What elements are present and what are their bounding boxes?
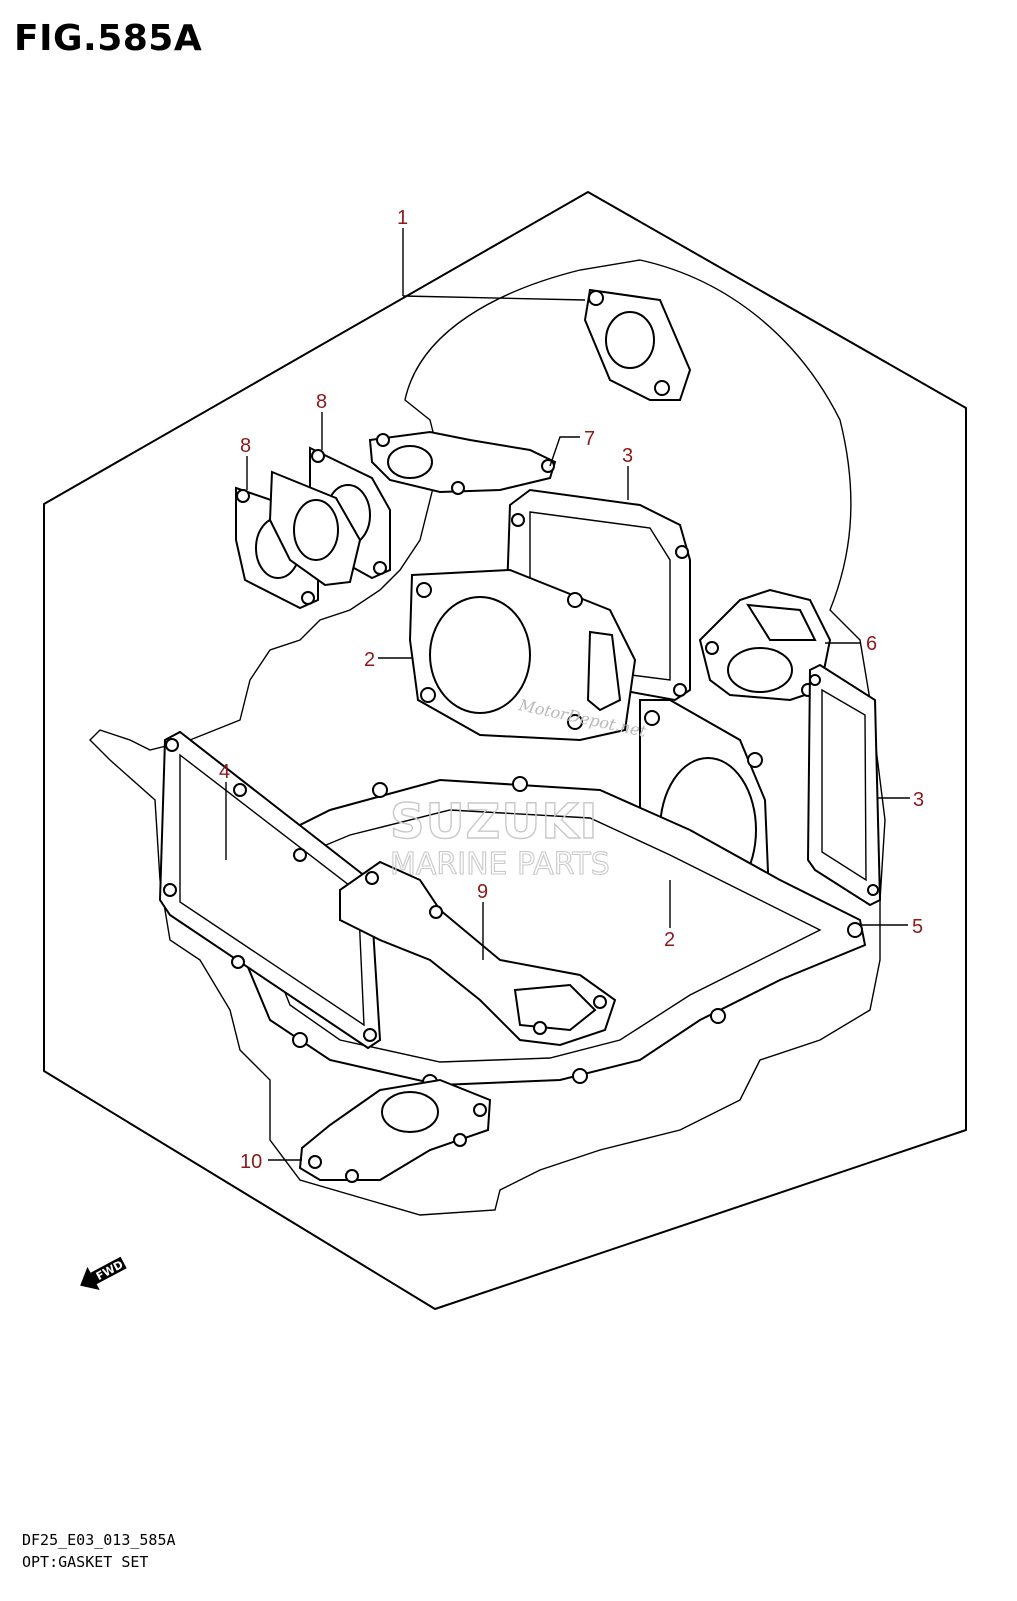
gasket-part-10 — [298, 1078, 492, 1183]
gasket-part-4 — [158, 730, 382, 1050]
gasket-part-3-right — [806, 663, 882, 907]
callout-8-lower: 8 — [240, 435, 251, 457]
engine-block-outline — [89, 259, 886, 1216]
watermark-brand: SUZUKI — [390, 794, 598, 850]
callout-9: 9 — [477, 881, 488, 903]
callout-2-upper: 2 — [364, 649, 375, 671]
gasket-part-8-adapter — [268, 470, 362, 587]
gasket-part-5 — [243, 776, 867, 1090]
gasket-part-2-upper — [408, 568, 637, 742]
callout-10: 10 — [240, 1151, 262, 1173]
callout-7: 7 — [584, 428, 595, 450]
gasket-part-7 — [368, 430, 557, 495]
gasket-part-1 — [583, 288, 692, 401]
callout-8-upper: 8 — [316, 391, 327, 413]
figure-name: OPT:GASKET SET — [22, 1553, 149, 1571]
figure-title: FIG.585A — [14, 18, 203, 59]
callout-6: 6 — [866, 633, 877, 655]
gasket-part-6 — [698, 588, 832, 702]
callout-4: 4 — [219, 761, 230, 783]
fwd-arrow-icon: FWD — [80, 1256, 127, 1291]
leader-lines — [225, 228, 910, 1161]
fwd-label: FWD — [94, 1258, 126, 1283]
callout-2-lower: 2 — [664, 929, 675, 951]
callout-5: 5 — [912, 916, 923, 938]
callout-3-right: 3 — [913, 789, 924, 811]
callouts: 1 2 2 3 3 4 5 6 7 8 8 9 10 — [219, 207, 924, 1173]
gasket-set-boundary — [43, 191, 967, 1310]
callout-1: 1 — [397, 207, 408, 229]
gasket-part-9 — [339, 860, 617, 1047]
callout-3-upper: 3 — [622, 445, 633, 467]
watermark-subtitle: MARINE PARTS — [390, 847, 610, 882]
figure-code: DF25_E03_013_585A — [22, 1531, 176, 1549]
